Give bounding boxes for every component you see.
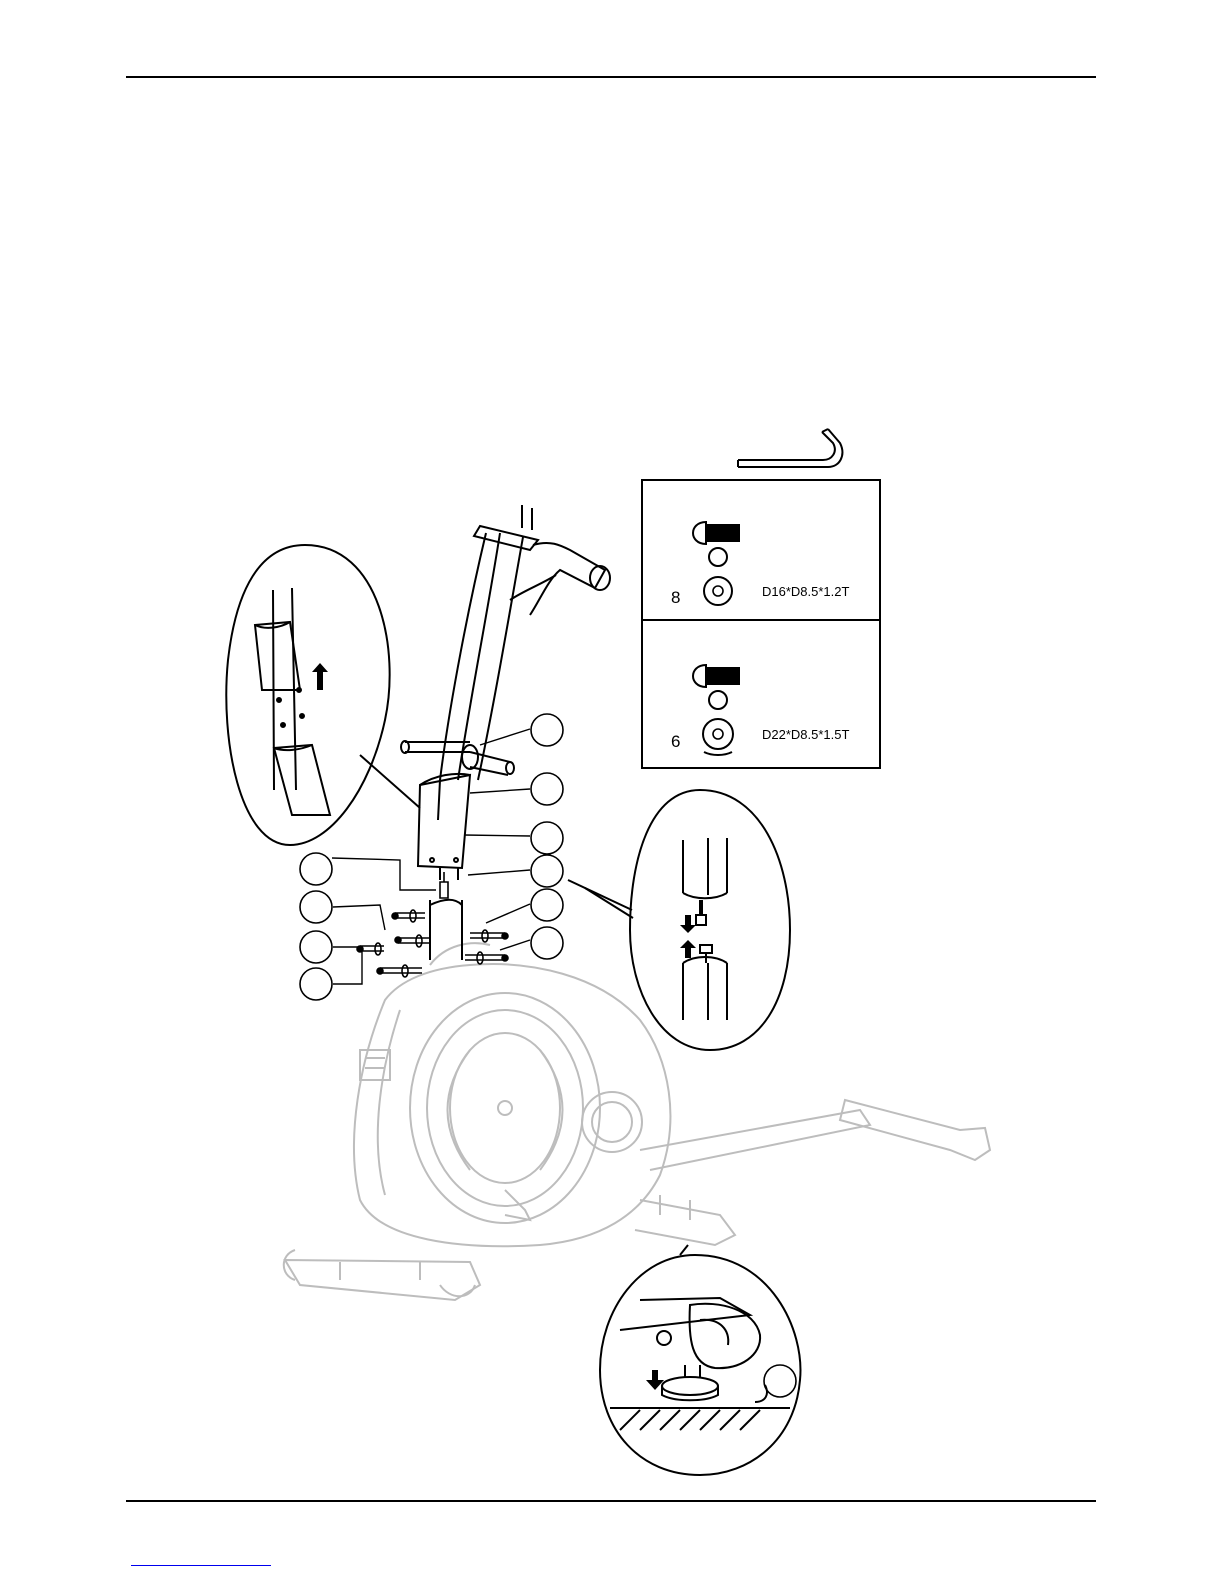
callout-circle [300, 891, 332, 923]
callout-circle [531, 822, 563, 854]
arrow-up-icon [312, 663, 328, 690]
callout-circle [531, 855, 563, 887]
detail-bubble-cable [568, 790, 790, 1050]
handlebar-post [401, 505, 610, 960]
hardware-spec-1: D16*D8.5*1.2T [762, 584, 849, 599]
callout-circle [531, 927, 563, 959]
arrow-up-icon [680, 940, 696, 958]
flat-washer-icon [703, 719, 733, 749]
callout-circle [300, 931, 332, 963]
bolt-icon [693, 665, 740, 687]
spring-washer-icon [709, 691, 727, 709]
callout-circle [300, 968, 332, 1000]
hardware-spec-2: D22*D8.5*1.5T [762, 727, 849, 742]
detail-bubble-cover [226, 545, 420, 845]
flat-washer-icon [704, 577, 732, 605]
allen-key-icon [738, 429, 842, 467]
callout-circles [300, 714, 796, 1397]
callout-circle [300, 853, 332, 885]
arrow-down-icon [680, 915, 696, 933]
hardware-qty-1: 8 [671, 588, 680, 608]
callout-circle [764, 1365, 796, 1397]
hardware-panel [642, 480, 880, 768]
callout-circle [531, 773, 563, 805]
bolt-icon [693, 522, 740, 544]
spring-washer-icon [709, 548, 727, 566]
callout-circle [531, 714, 563, 746]
hardware-qty-2: 6 [671, 732, 680, 752]
callout-circle [531, 889, 563, 921]
machine-base-ghost [284, 943, 990, 1300]
detail-bubble-leveler [600, 1245, 800, 1475]
